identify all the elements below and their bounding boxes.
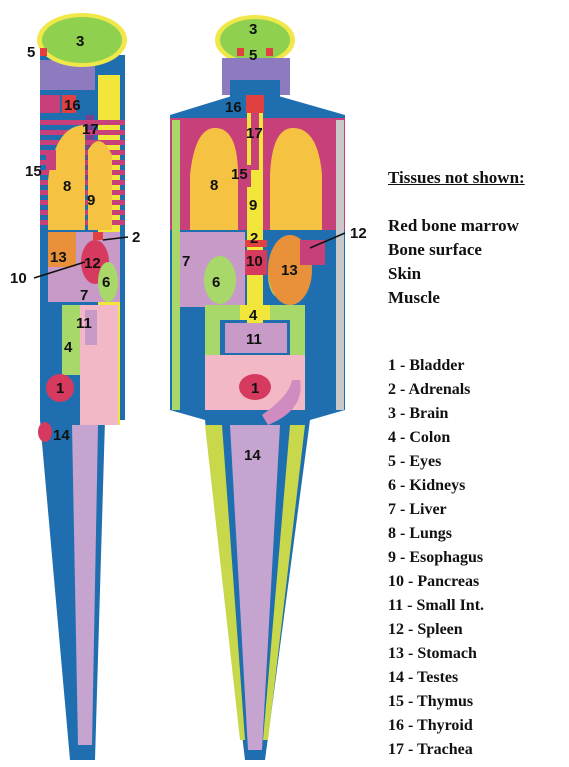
side-label-spleen: 12 bbox=[84, 255, 101, 272]
organ-item: 2 - Adrenals bbox=[388, 380, 470, 400]
side-label-thymus: 15 bbox=[25, 163, 42, 180]
side-label-colon: 4 bbox=[64, 339, 73, 356]
side-label-testes: 14 bbox=[53, 427, 70, 444]
front-label-esophagus: 9 bbox=[249, 197, 257, 214]
side-label-small-int: 11 bbox=[76, 315, 92, 332]
front-side-strip-right bbox=[336, 120, 344, 410]
side-label-pancreas: 10 bbox=[10, 270, 27, 287]
not-shown-item: Skin bbox=[388, 264, 421, 284]
front-label-brain: 3 bbox=[249, 21, 257, 38]
organ-item: 15 - Thymus bbox=[388, 692, 473, 712]
organ-item: 4 - Colon bbox=[388, 428, 450, 448]
front-label-spleen: 12 bbox=[350, 225, 367, 242]
front-label-colon: 4 bbox=[249, 307, 258, 324]
organ-item: 11 - Small Int. bbox=[388, 596, 484, 616]
front-label-testes: 14 bbox=[244, 447, 261, 464]
front-label-thymus: 15 bbox=[231, 166, 248, 183]
side-label-trachea: 17 bbox=[82, 121, 99, 138]
side-testes bbox=[38, 422, 52, 442]
legend-title: Tissues not shown: bbox=[388, 168, 525, 188]
front-side-strip-left bbox=[172, 120, 180, 410]
front-label-bladder: 1 bbox=[251, 380, 259, 397]
side-label-lungs: 8 bbox=[63, 178, 71, 195]
side-label-bladder: 1 bbox=[56, 380, 64, 397]
organ-item: 13 - Stomach bbox=[388, 644, 477, 664]
side-label-adrenals: 2 bbox=[132, 229, 140, 246]
side-eye bbox=[40, 48, 47, 56]
side-thymus bbox=[46, 150, 56, 170]
side-neck-tissue bbox=[40, 95, 60, 113]
front-label-small-int: 11 bbox=[246, 331, 262, 348]
front-label-thyroid: 16 bbox=[225, 99, 242, 116]
organ-item: 3 - Brain bbox=[388, 404, 448, 424]
not-shown-item: Muscle bbox=[388, 288, 440, 308]
front-label-trachea: 17 bbox=[246, 125, 263, 142]
front-label-eyes: 5 bbox=[249, 47, 257, 64]
front-label-lungs: 8 bbox=[210, 177, 218, 194]
organ-item: 16 - Thyroid bbox=[388, 716, 473, 736]
organ-item: 10 - Pancreas bbox=[388, 572, 479, 592]
organ-item: 12 - Spleen bbox=[388, 620, 463, 640]
organ-item: 14 - Testes bbox=[388, 668, 458, 688]
side-lung-back bbox=[88, 141, 112, 230]
front-thyroid bbox=[246, 95, 264, 113]
organ-item: 5 - Eyes bbox=[388, 452, 441, 472]
front-label-pancreas: 10 bbox=[246, 253, 263, 270]
organ-item: 7 - Liver bbox=[388, 500, 447, 520]
side-label-liver: 7 bbox=[80, 287, 88, 304]
front-label-adrenals: 2 bbox=[250, 230, 258, 247]
side-label-thyroid: 16 bbox=[64, 97, 81, 114]
front-eye-left bbox=[237, 48, 244, 56]
side-label-stomach: 13 bbox=[50, 249, 67, 266]
organ-item: 8 - Lungs bbox=[388, 524, 452, 544]
organ-item: 17 - Trachea bbox=[388, 740, 473, 760]
front-label-liver: 7 bbox=[182, 253, 190, 270]
side-label-esophagus: 9 bbox=[87, 192, 95, 209]
front-eye-right bbox=[266, 48, 273, 56]
front-lung-right bbox=[270, 128, 322, 230]
not-shown-item: Red bone marrow bbox=[388, 216, 519, 236]
organ-item: 1 - Bladder bbox=[388, 356, 464, 376]
front-label-kidneys: 6 bbox=[212, 274, 220, 291]
side-label-eyes: 5 bbox=[27, 44, 35, 61]
not-shown-item: Bone surface bbox=[388, 240, 482, 260]
front-label-stomach: 13 bbox=[281, 262, 298, 279]
side-label-brain: 3 bbox=[76, 33, 84, 50]
organ-item: 6 - Kidneys bbox=[388, 476, 465, 496]
organ-item: 9 - Esophagus bbox=[388, 548, 483, 568]
side-adrenal bbox=[93, 232, 103, 240]
side-label-kidneys: 6 bbox=[102, 274, 110, 291]
